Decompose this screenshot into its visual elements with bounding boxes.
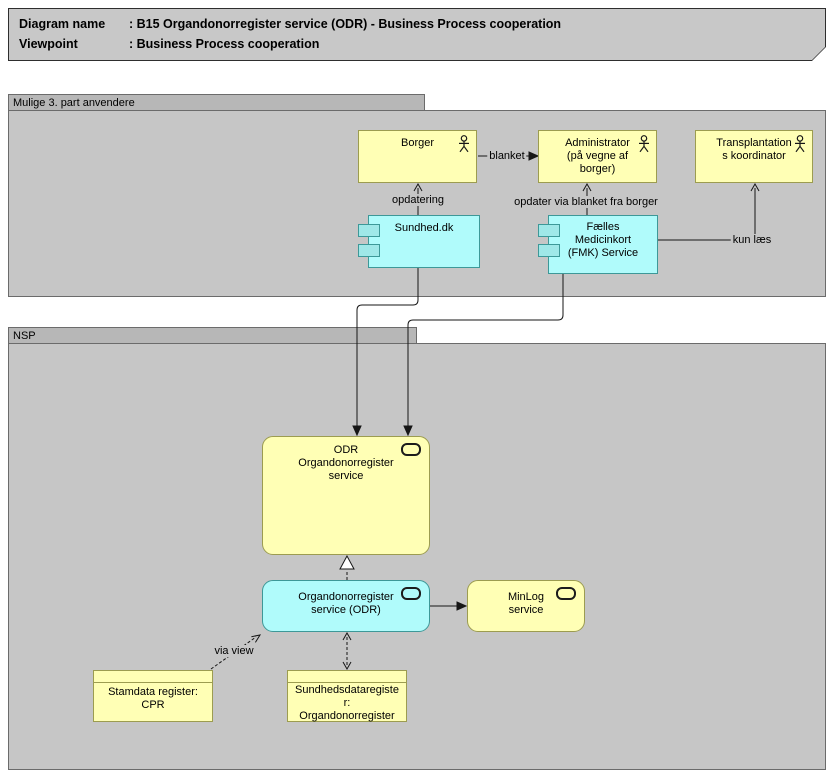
component-icon	[538, 224, 560, 237]
component-icon	[538, 244, 560, 257]
actor-icon	[795, 135, 805, 153]
arrowhead-open	[342, 661, 352, 671]
arrowhead-open	[251, 634, 262, 643]
group-mulige-3-part-label: Mulige 3. part anvendere	[13, 97, 135, 109]
node-borger-label: Borger	[400, 137, 435, 149]
edge-label-opdater-via-blanket: opdater via blanket fra borger	[512, 196, 660, 208]
node-organdonorregister-service-odr-label: Organdonorregister service (ODR)	[298, 591, 394, 616]
node-minlog-service-label: MinLog service	[507, 591, 545, 616]
edge-label-blanket: blanket	[487, 150, 527, 162]
node-sundhed-dk-label: Sundhed.dk	[394, 222, 454, 234]
node-transplantations-koordinator-label: Transplantation s koordinator	[716, 137, 792, 162]
edge-label-kun-laes: kun læs	[730, 234, 774, 246]
product-icon	[94, 671, 212, 683]
group-mulige-3-part-tab[interactable]: Mulige 3. part anvendere	[8, 94, 425, 111]
node-odr-organdonorregister-service[interactable]: ODR Organdonorregister service	[262, 436, 430, 555]
node-stamdata-register-cpr[interactable]: Stamdata register: CPR	[93, 670, 213, 722]
node-organdonorregister-service-odr[interactable]: Organdonorregister service (ODR)	[262, 580, 430, 632]
viewpoint-value: : Business Process cooperation	[129, 37, 320, 51]
product-icon	[288, 671, 406, 683]
service-icon	[401, 443, 421, 456]
connector-lines	[210, 151, 760, 671]
node-sundhed-dk[interactable]: Sundhed.dk	[368, 215, 480, 268]
component-icon	[358, 244, 380, 257]
service-icon	[556, 587, 576, 600]
group-nsp-label: NSP	[13, 330, 36, 342]
node-transplantations-koordinator[interactable]: Transplantation s koordinator	[695, 130, 813, 183]
viewpoint-row: Viewpoint : Business Process cooperation	[19, 34, 825, 54]
arrowhead-filled	[403, 425, 413, 437]
viewpoint-label: Viewpoint	[19, 37, 78, 51]
arrowhead-hollow-triangle	[339, 554, 355, 570]
node-administrator[interactable]: Administrator (på vegne af borger)	[538, 130, 657, 183]
edge-fmk-odr	[407, 274, 564, 429]
node-sundhedsdataregister-label: Sundhedsdataregiste r: Organdonorregiste…	[295, 684, 399, 722]
edge-sundhed-odr	[356, 268, 419, 429]
arrowhead-open	[413, 182, 423, 192]
diagram-name-value: : B15 Organdonorregister service (ODR) -…	[129, 17, 562, 31]
node-stamdata-register-cpr-label: Stamdata register: CPR	[108, 686, 198, 711]
title-note-body: Diagram name : B15 Organdonorregister se…	[9, 9, 825, 60]
node-sundhedsdataregister-organdonorregister[interactable]: Sundhedsdataregiste r: Organdonorregiste…	[287, 670, 407, 722]
title-note: Diagram name : B15 Organdonorregister se…	[8, 8, 826, 61]
arrowhead-open	[582, 182, 592, 192]
arrowhead-filled	[456, 601, 468, 611]
arrowhead-filled	[528, 151, 540, 161]
arrowhead-open	[342, 631, 352, 641]
service-icon	[401, 587, 421, 600]
actor-icon	[459, 135, 469, 153]
diagram-name-row: Diagram name : B15 Organdonorregister se…	[19, 14, 825, 34]
diagram-name-label: Diagram name	[19, 17, 106, 31]
node-odr-label: ODR Organdonorregister service	[298, 444, 394, 482]
arrowhead-open	[750, 182, 760, 192]
node-administrator-label: Administrator (på vegne af borger)	[565, 137, 630, 175]
component-icon	[358, 224, 380, 237]
node-borger[interactable]: Borger	[358, 130, 477, 183]
edge-kun-laes	[658, 188, 756, 241]
arrowhead-filled	[352, 425, 362, 437]
actor-icon	[639, 135, 649, 153]
group-nsp-tab[interactable]: NSP	[8, 327, 417, 344]
edge-label-via-view: via view	[212, 645, 256, 657]
edge-label-opdatering: opdatering	[390, 194, 446, 206]
node-fmk-service-label: Fælles Medicinkort (FMK) Service	[567, 221, 639, 259]
node-minlog-service[interactable]: MinLog service	[467, 580, 585, 632]
node-fmk-service[interactable]: Fælles Medicinkort (FMK) Service	[548, 215, 658, 274]
